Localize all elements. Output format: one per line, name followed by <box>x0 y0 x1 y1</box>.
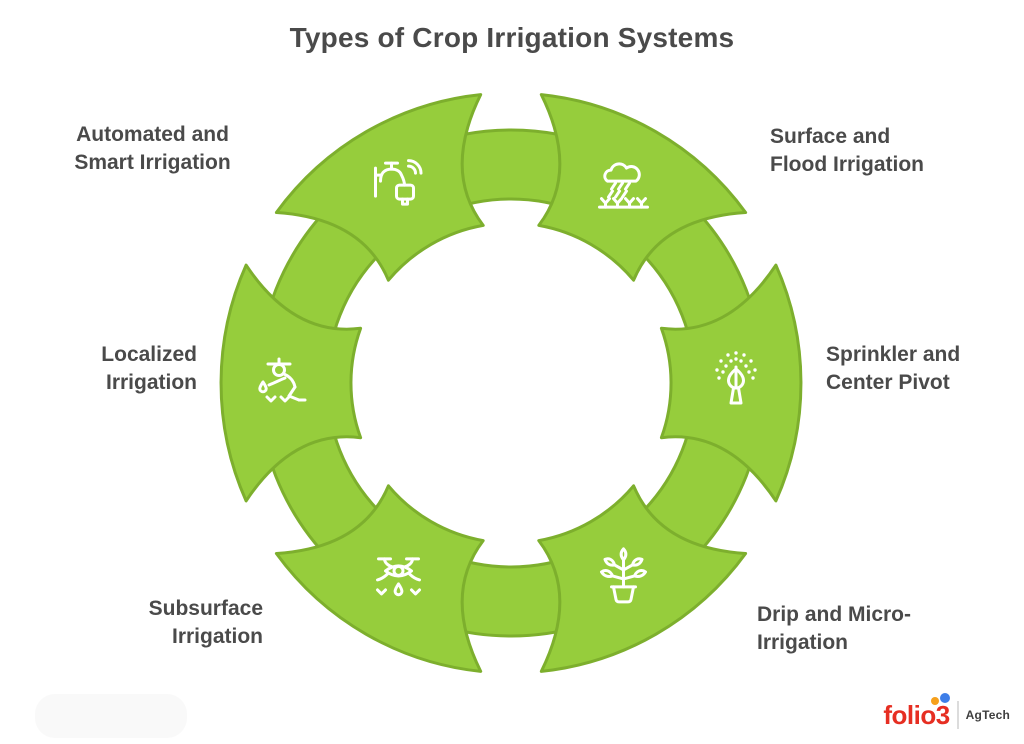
brand-logo: folio3 AgTech <box>883 693 1010 730</box>
logo-blue-dot-icon <box>940 693 951 703</box>
segment-arc-surface <box>537 93 748 282</box>
segment-label-drip: Drip and Micro- Irrigation <box>757 603 912 654</box>
segment-arc-drip <box>537 484 748 673</box>
rain-cloud-crops-icon <box>598 162 649 209</box>
brand-wordmark: folio3 <box>883 700 950 730</box>
farmer-planting-icon <box>258 357 307 403</box>
segment-label-localized: Localized Irrigation <box>101 343 197 394</box>
page-title: Types of Crop Irrigation Systems <box>289 22 735 53</box>
logo-orange-dot-icon <box>931 697 940 705</box>
segment-arc-automated <box>274 93 485 282</box>
segment-label-surface: Surface and Flood Irrigation <box>770 125 924 176</box>
brand-suffix: AgTech <box>965 708 1010 722</box>
watermark-blob <box>35 694 187 738</box>
potted-plant-icon <box>600 547 647 604</box>
sprinkler-icon <box>715 351 757 405</box>
smart-faucet-icon <box>374 159 423 206</box>
segment-arc-sprinkler <box>659 263 803 503</box>
segment-label-subsurface: Subsurface Irrigation <box>148 597 263 648</box>
drone-drop-icon <box>376 557 421 597</box>
segment-arc-localized <box>219 263 363 503</box>
logo-divider <box>956 701 959 729</box>
segment-label-sprinkler: Sprinkler and Center Pivot <box>826 343 961 394</box>
segment-label-automated: Automated and Smart Irrigation <box>74 123 231 174</box>
